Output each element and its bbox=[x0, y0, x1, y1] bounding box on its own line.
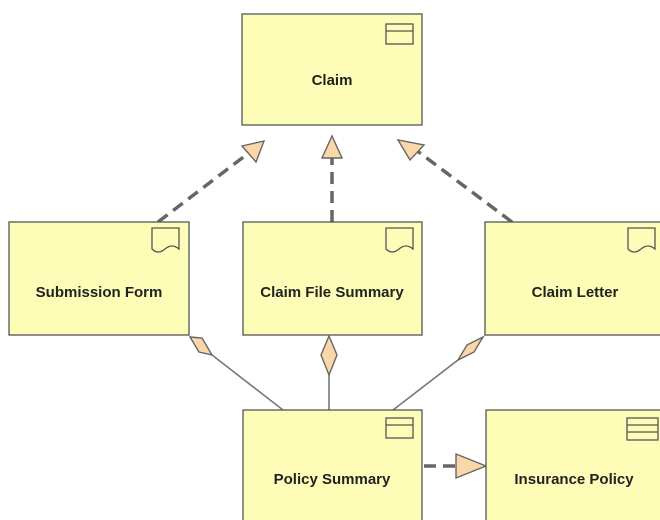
node-claim-file-summary-box bbox=[242, 221, 423, 336]
realization-policy-summary-to-insurance-policy[interactable] bbox=[424, 452, 488, 480]
node-submission-form[interactable]: Submission Form bbox=[8, 221, 190, 336]
realization-arrowhead bbox=[455, 452, 488, 480]
aggregation-diamond bbox=[456, 335, 485, 362]
node-claim-box bbox=[241, 13, 423, 126]
node-claim-letter-box bbox=[484, 221, 660, 336]
realization-claim-file-summary-to-claim[interactable] bbox=[320, 134, 344, 222]
representation-icon bbox=[151, 227, 180, 253]
realization-arrowhead bbox=[240, 140, 266, 164]
node-claim-file-summary-label: Claim File Summary bbox=[260, 284, 404, 301]
aggregation-diamond bbox=[188, 336, 214, 357]
node-insurance-policy-label: Insurance Policy bbox=[514, 471, 634, 488]
node-submission-form-label: Submission Form bbox=[36, 284, 163, 301]
representation-icon bbox=[627, 227, 656, 253]
node-policy-summary-label: Policy Summary bbox=[274, 471, 391, 488]
business-object-icon bbox=[385, 23, 414, 45]
aggregation-claim-file-summary-policy-summary[interactable] bbox=[320, 334, 338, 410]
business-object-icon bbox=[385, 417, 414, 439]
node-policy-summary[interactable]: Policy Summary bbox=[242, 409, 423, 520]
node-policy-summary-box bbox=[242, 409, 423, 520]
aggregation-diamond bbox=[320, 334, 338, 377]
node-claim-letter[interactable]: Claim Letter bbox=[484, 221, 660, 336]
node-insurance-policy-box bbox=[485, 409, 660, 520]
node-insurance-policy[interactable]: Insurance Policy bbox=[485, 409, 660, 520]
node-claim-file-summary[interactable]: Claim File Summary bbox=[242, 221, 423, 336]
node-claim[interactable]: Claim bbox=[241, 13, 423, 126]
business-object-icon bbox=[626, 417, 659, 441]
realization-claim-letter-to-claim[interactable] bbox=[396, 139, 514, 224]
realization-arrowhead bbox=[396, 139, 426, 162]
aggregation-submission-form-policy-summary[interactable] bbox=[188, 336, 284, 411]
realization-arrowhead bbox=[320, 134, 344, 159]
representation-icon bbox=[385, 227, 414, 253]
realization-submission-form-to-claim[interactable] bbox=[156, 140, 266, 224]
aggregation-claim-letter-policy-summary[interactable] bbox=[392, 335, 485, 411]
node-claim-label: Claim bbox=[312, 72, 353, 89]
node-claim-letter-label: Claim Letter bbox=[532, 284, 619, 301]
node-submission-form-box bbox=[8, 221, 190, 336]
